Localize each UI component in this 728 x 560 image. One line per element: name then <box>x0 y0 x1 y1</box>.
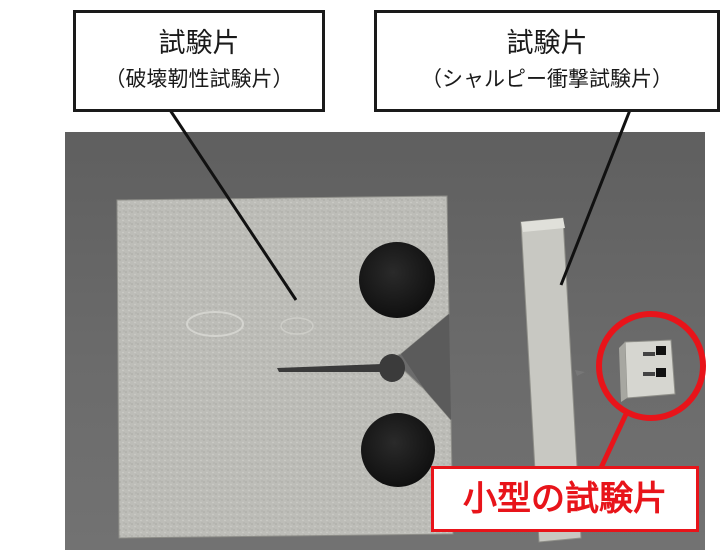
small-specimen <box>619 339 676 402</box>
highlight-ring <box>596 311 706 421</box>
label-fracture-toughness: 試験片 （破壊靭性試験片） <box>73 10 325 112</box>
specimen-photo <box>65 132 705 550</box>
small-specimen-callout: 小型の試験片 <box>431 466 699 532</box>
label-left-subtitle: （破壊靭性試験片） <box>104 67 294 91</box>
charpy-specimen <box>520 217 585 543</box>
specimen-photo-drawing <box>116 195 676 543</box>
fracture-toughness-specimen <box>116 195 454 539</box>
callout-leader-line <box>597 410 630 472</box>
leader-line-right <box>559 109 632 286</box>
label-left-title: 試験片 <box>158 28 240 59</box>
label-right-subtitle: （シャルピー衝撃試験片） <box>421 67 673 91</box>
label-right-title: 試験片 <box>506 28 588 59</box>
leader-line-left <box>168 109 298 301</box>
label-charpy: 試験片 （シャルピー衝撃試験片） <box>374 10 720 112</box>
